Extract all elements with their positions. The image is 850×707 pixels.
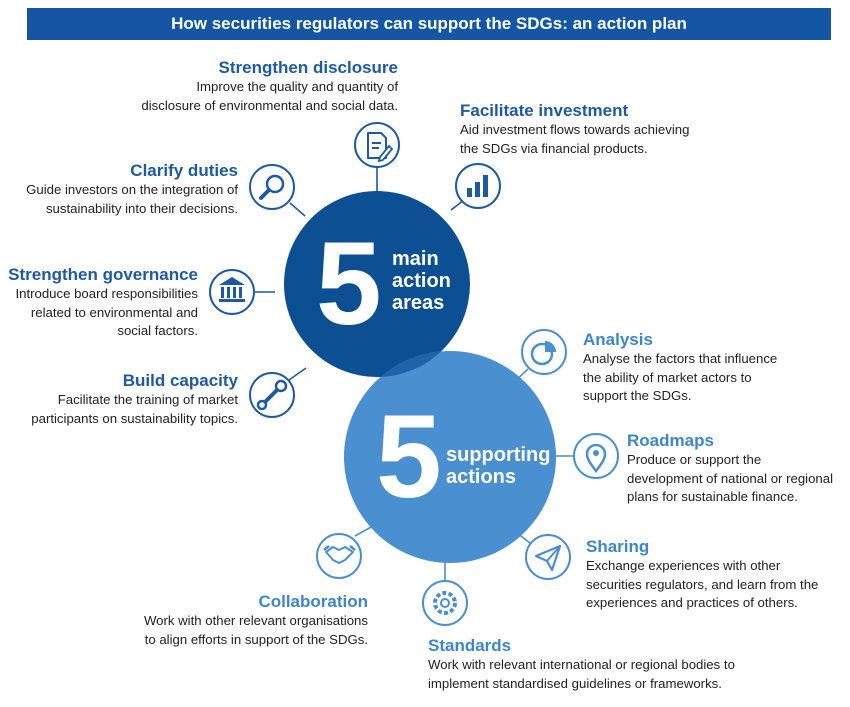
action-desc-line: Facilitate the training of market bbox=[57, 392, 238, 407]
action-title: Collaboration bbox=[258, 592, 368, 611]
action-collaboration: Collaboration Work with other relevant o… bbox=[68, 591, 368, 649]
magnifier-icon bbox=[249, 164, 295, 210]
action-title: Clarify duties bbox=[130, 161, 238, 180]
action-title: Strengthen disclosure bbox=[218, 58, 398, 77]
paper-plane-icon bbox=[525, 534, 571, 580]
action-desc-line: development of national or regional bbox=[627, 470, 834, 486]
action-desc-line: Exchange experiences with other bbox=[586, 558, 781, 573]
main-circle-label: main action areas bbox=[392, 248, 451, 314]
action-desc-line: Introduce board responsibilities bbox=[15, 286, 198, 301]
gear-icon bbox=[422, 580, 468, 626]
action-desc-line: Improve the quality and quantity of bbox=[196, 79, 398, 94]
action-desc-line: social factors. bbox=[117, 323, 198, 338]
action-desc-line: sustainability into their decisions. bbox=[45, 200, 238, 216]
action-desc-line: experiences and practices of others. bbox=[586, 595, 798, 610]
action-desc-line: plans for sustainable finance. bbox=[627, 489, 798, 504]
action-title: Roadmaps bbox=[627, 431, 714, 450]
action-build-capacity: Build capacity Facilitate the training o… bbox=[0, 370, 238, 428]
action-desc-line: Work with other relevant organisations bbox=[143, 613, 368, 628]
action-title: Build capacity bbox=[122, 371, 238, 390]
supporting-actions-circle bbox=[344, 351, 556, 563]
action-desc-line: Analyse the factors that influence bbox=[583, 351, 778, 366]
action-desc-line: Guide investors on the integration of bbox=[26, 182, 238, 197]
pie-chart-icon bbox=[521, 329, 567, 375]
support-circle-label: supporting actions bbox=[446, 444, 551, 488]
action-desc-line: Work with relevant international or regi… bbox=[428, 657, 735, 672]
action-desc-line: Produce or support the bbox=[627, 452, 762, 467]
action-strengthen-governance: Strengthen governance Introduce board re… bbox=[0, 264, 198, 341]
action-desc-line: to align efforts in support of the SDGs. bbox=[144, 631, 368, 647]
action-title: Standards bbox=[428, 636, 512, 655]
action-desc-line: Aid investment flows towards achieving bbox=[460, 122, 690, 137]
action-desc-line: related to environmental and bbox=[30, 304, 198, 320]
map-pin-icon bbox=[573, 433, 619, 479]
action-clarify-duties: Clarify duties Guide investors on the in… bbox=[0, 160, 238, 218]
institution-icon bbox=[209, 269, 255, 315]
support-count: 5 bbox=[376, 391, 442, 523]
action-title: Strengthen governance bbox=[8, 265, 198, 284]
action-desc-line: the ability of market actors to bbox=[583, 369, 752, 385]
action-desc-line: the SDGs via financial products. bbox=[460, 140, 648, 156]
action-desc-line: implement standardised guidelines or fra… bbox=[428, 675, 722, 691]
action-strengthen-disclosure: Strengthen disclosure Improve the qualit… bbox=[68, 57, 398, 115]
connector-collaboration bbox=[354, 525, 374, 537]
banner-title: How securities regulators can support th… bbox=[27, 8, 831, 40]
main-actions-circle bbox=[284, 191, 470, 377]
action-title: Sharing bbox=[586, 537, 650, 556]
action-desc-line: securities regulators, and learn from th… bbox=[586, 576, 819, 592]
action-desc-line: participants on sustainability topics. bbox=[31, 410, 238, 426]
connector-capacity bbox=[288, 367, 307, 381]
document-pen-icon bbox=[354, 122, 400, 168]
bar-chart-icon bbox=[455, 163, 501, 209]
action-desc-line: support the SDGs. bbox=[583, 388, 692, 403]
action-analysis: Analysis Analyse the factors that influe… bbox=[583, 329, 843, 406]
connector-duties bbox=[289, 202, 306, 217]
action-facilitate-investment: Facilitate investment Aid investment flo… bbox=[460, 100, 760, 158]
main-count: 5 bbox=[316, 218, 382, 350]
handshake-icon bbox=[316, 533, 362, 579]
action-standards: Standards Work with relevant internation… bbox=[428, 635, 818, 693]
action-roadmaps: Roadmaps Produce or support the developm… bbox=[627, 430, 847, 507]
action-sharing: Sharing Exchange experiences with other … bbox=[586, 536, 848, 613]
wrench-icon bbox=[249, 372, 295, 418]
action-title: Facilitate investment bbox=[460, 101, 629, 120]
action-desc-line: disclosure of environmental and social d… bbox=[141, 97, 398, 113]
action-title: Analysis bbox=[583, 330, 653, 349]
